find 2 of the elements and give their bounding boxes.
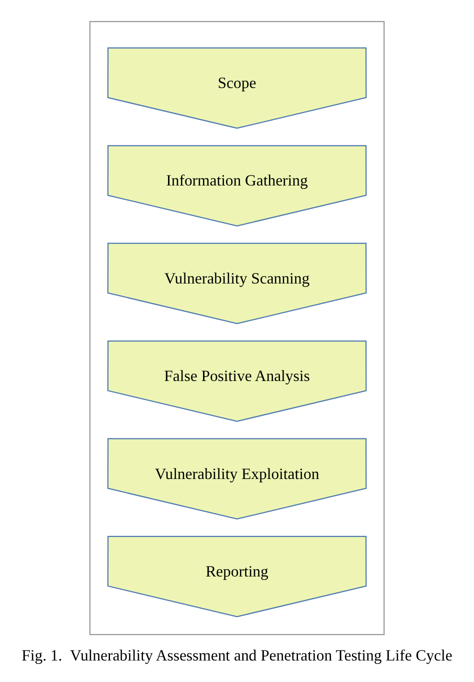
cluster <box>89 21 385 636</box>
caption: Fig. 1. Vulnerability Assessment and Penetration Testing Life Cycle <box>22 648 452 665</box>
